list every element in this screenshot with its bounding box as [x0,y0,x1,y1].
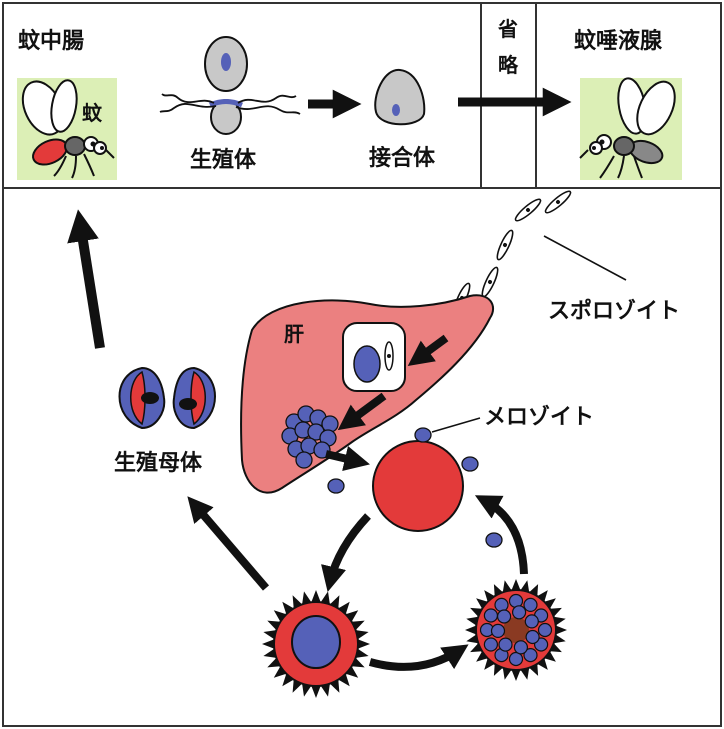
schizont-merozoite [537,622,553,638]
schizont-merozoite [483,637,498,652]
blood-schizont-cell [465,579,567,681]
omitted-label-line1: 省 [497,17,518,41]
arrow-schizont-to-merozoite [325,446,370,471]
schizont-merozoite [523,597,538,613]
mosquito-midgut-label: 蚊中腸 [18,28,84,54]
merozoite-label: メロゾイト [484,404,594,430]
mosquito-icon-left [17,78,117,180]
gametocyte-label: 生殖母体 [114,450,203,476]
arrow-sporozoite-into-hepatocyte [407,334,449,367]
merozoite-pointer-line [431,417,481,433]
omitted-label-line2: 略 [498,53,519,77]
salivary-gland-label: 蚊唾液腺 [574,28,663,54]
mosquito-icon-right [579,77,682,180]
schizont-merozoite [497,609,512,624]
arrow-schizont-to-merozoites [474,495,528,575]
gametes-label: 生殖体 [190,147,257,173]
gametes-illustration [159,36,301,135]
sporozoite-pointer-line [543,235,627,281]
gametocytes-illustration [118,366,216,430]
released-merozoite [327,478,345,494]
schizont-merozoite [498,637,513,652]
schizont-merozoite [494,597,509,613]
arrow-trophozoite-to-schizont [368,644,469,671]
merozoite-free [485,532,503,548]
merozoite-on-cell [414,427,432,443]
liver-schizont-cluster [281,405,339,469]
schizont-merozoite [490,623,506,639]
arrow-gametocyte-to-mosquito [67,209,105,349]
arrow-rbc-to-trophozoite [321,513,371,592]
arrow-hepatocyte-to-schizont [337,392,387,431]
mosquito-tag-label: 蚊 [82,101,103,125]
infected-hepatocyte [342,322,406,392]
schizont-merozoite [513,640,529,655]
arrow-to-gametocyte [187,496,270,591]
schizont-merozoite [508,651,524,667]
sporozoite-label: スポロゾイト [548,298,680,324]
zygote-illustration [374,68,426,126]
schizont-merozoite [511,605,527,620]
merozoite-near-cell [461,456,479,472]
schizont-merozoite [523,647,538,663]
zygote-label: 接合体 [369,145,436,171]
liver-label: 肝 [284,322,304,346]
schizont-merozoite [525,629,540,645]
trophozoite-infected-cell [262,590,370,698]
schizont-merozoite [483,608,498,623]
red-blood-cell [372,440,464,532]
schizont-merozoite [524,614,539,629]
